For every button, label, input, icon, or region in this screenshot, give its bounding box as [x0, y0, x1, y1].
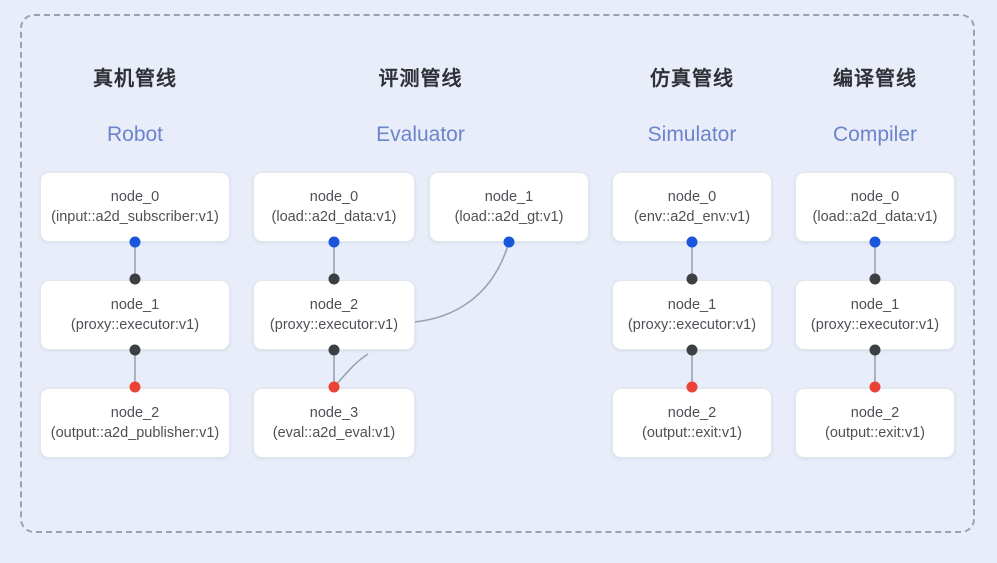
node-type: (output::exit:v1) [642, 425, 742, 441]
node-type: (proxy::executor:v1) [269, 317, 399, 333]
node-name: node_3 [309, 405, 359, 421]
node-port-red[interactable] [686, 381, 698, 393]
node-name: node_1 [850, 297, 900, 313]
node-type: (load::a2d_data:v1) [271, 209, 397, 225]
node-name: node_1 [484, 189, 534, 205]
pipeline-node[interactable]: node_0(load::a2d_data:v1) [253, 172, 415, 242]
pipeline-node[interactable]: node_1(proxy::executor:v1) [795, 280, 955, 350]
column-title: 仿真管线 [650, 68, 734, 90]
column-subtitle: Compiler [832, 123, 918, 146]
node-port-blue[interactable] [869, 236, 881, 248]
node-type: (output::a2d_publisher:v1) [50, 425, 220, 441]
node-port-black[interactable] [869, 344, 881, 356]
pipeline-node[interactable]: node_1(load::a2d_gt:v1) [429, 172, 589, 242]
node-name: node_1 [667, 297, 717, 313]
node-port-blue[interactable] [686, 236, 698, 248]
node-type: (output::exit:v1) [825, 425, 925, 441]
node-port-blue[interactable] [129, 236, 141, 248]
node-port-black[interactable] [129, 344, 141, 356]
node-name: node_0 [309, 189, 359, 205]
column-subtitle: Robot [106, 123, 164, 146]
node-port-red[interactable] [328, 381, 340, 393]
node-type: (eval::a2d_eval:v1) [272, 425, 396, 441]
node-name: node_2 [667, 405, 717, 421]
node-name: node_2 [110, 405, 160, 421]
pipeline-node[interactable]: node_3(eval::a2d_eval:v1) [253, 388, 415, 458]
node-name: node_1 [110, 297, 160, 313]
node-port-black[interactable] [328, 344, 340, 356]
edge-eval-n1-n2 [414, 241, 510, 323]
node-port-red[interactable] [869, 381, 881, 393]
node-port-blue[interactable] [503, 236, 515, 248]
node-type: (proxy::executor:v1) [70, 317, 200, 333]
edge-eval-n1-n3 [333, 353, 369, 388]
node-port-black[interactable] [129, 273, 141, 285]
pipeline-node[interactable]: node_0(load::a2d_data:v1) [795, 172, 955, 242]
pipeline-node[interactable]: node_2(output::exit:v1) [612, 388, 772, 458]
node-type: (proxy::executor:v1) [627, 317, 757, 333]
node-port-blue[interactable] [328, 236, 340, 248]
pipeline-node[interactable]: node_2(output::a2d_publisher:v1) [40, 388, 230, 458]
pipeline-node[interactable]: node_1(proxy::executor:v1) [612, 280, 772, 350]
node-name: node_2 [850, 405, 900, 421]
node-name: node_2 [309, 297, 359, 313]
node-port-black[interactable] [686, 344, 698, 356]
pipeline-node[interactable]: node_1(proxy::executor:v1) [40, 280, 230, 350]
node-type: (input::a2d_subscriber:v1) [51, 209, 219, 225]
node-port-black[interactable] [328, 273, 340, 285]
pipeline-node[interactable]: node_2(output::exit:v1) [795, 388, 955, 458]
node-name: node_0 [850, 189, 900, 205]
node-type: (load::a2d_gt:v1) [454, 209, 564, 225]
node-name: node_0 [110, 189, 160, 205]
node-type: (proxy::executor:v1) [810, 317, 940, 333]
column-subtitle: Simulator [647, 123, 737, 146]
pipeline-node[interactable]: node_0(env::a2d_env:v1) [612, 172, 772, 242]
node-port-black[interactable] [686, 273, 698, 285]
node-port-black[interactable] [869, 273, 881, 285]
column-title: 真机管线 [93, 68, 177, 90]
column-title: 编译管线 [833, 68, 917, 90]
pipeline-node[interactable]: node_0(input::a2d_subscriber:v1) [40, 172, 230, 242]
pipeline-node[interactable]: node_2(proxy::executor:v1) [253, 280, 415, 350]
node-type: (env::a2d_env:v1) [633, 209, 751, 225]
column-subtitle: Evaluator [376, 123, 465, 146]
node-name: node_0 [667, 189, 717, 205]
column-title: 评测管线 [378, 68, 463, 90]
node-port-red[interactable] [129, 381, 141, 393]
node-type: (load::a2d_data:v1) [812, 209, 938, 225]
